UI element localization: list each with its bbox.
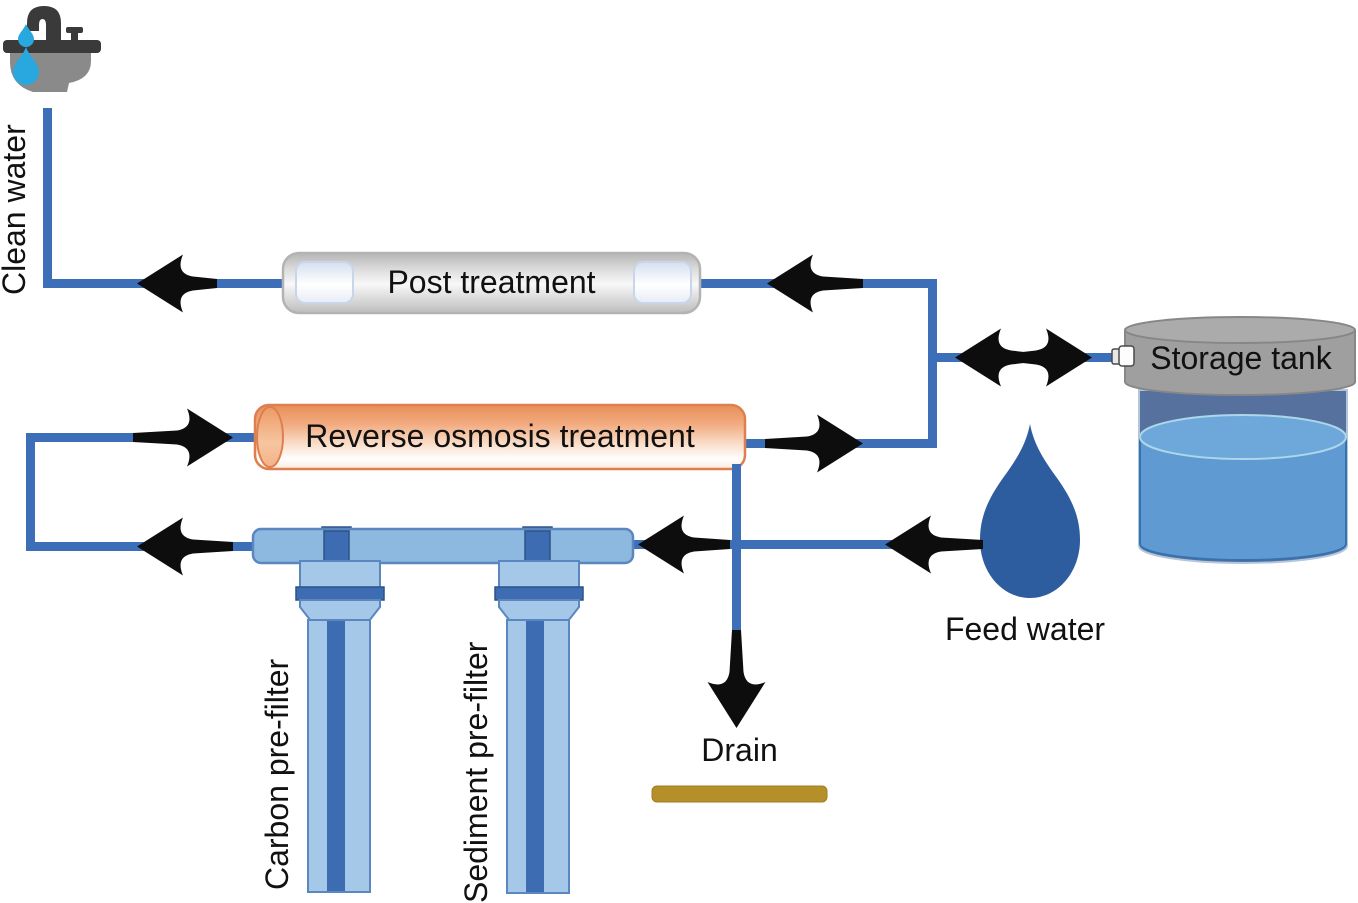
- reverse-osmosis-vessel: [253, 403, 747, 471]
- post-treatment-label: Post treatment: [387, 264, 596, 300]
- storage-tank-label: Storage tank: [1150, 340, 1332, 376]
- ro-cap-left: [256, 406, 284, 468]
- manifold-port-right-inner: [524, 530, 551, 562]
- arrow-tank-bidirectional-right: [1014, 328, 1092, 387]
- feed-water-label: Feed water: [944, 611, 1106, 647]
- sink-counter: [3, 40, 101, 53]
- pipe-drain: [732, 464, 741, 632]
- reverse-osmosis-label: Reverse osmosis treatment: [305, 418, 695, 454]
- faucet-spout: [27, 6, 61, 41]
- carbon-prefilter: [295, 560, 385, 893]
- pipe-feed-line: [633, 540, 983, 549]
- clean-water-label: Clean water: [0, 124, 32, 295]
- prefilter-assembly: [251, 526, 635, 894]
- post-treatment-body: [281, 251, 702, 315]
- sink-faucet-icon: [3, 6, 101, 92]
- post-treatment-vessel: [281, 251, 702, 315]
- post-treatment-cap-right: [633, 261, 692, 304]
- arrow-tank-bidirectional-left: [955, 328, 1033, 387]
- small-water-drop-icon: [18, 24, 34, 47]
- sediment-prefilter: [494, 560, 584, 894]
- faucet-handle-top: [66, 27, 83, 33]
- pipes: [26, 108, 1122, 551]
- pipe-junction-vertical: [928, 279, 937, 447]
- manifold-bar: [251, 527, 635, 565]
- tank-water-surface: [1139, 414, 1347, 460]
- pipe-sink-down: [43, 108, 52, 288]
- carbon-body-stripe: [327, 621, 345, 891]
- arrow-into-manifold: [638, 515, 730, 574]
- drain-bar-icon: [651, 785, 828, 803]
- carbon-neck: [299, 599, 381, 622]
- arrow-into-ro: [133, 408, 233, 467]
- manifold-port-left-inner: [323, 530, 350, 562]
- tank-connector-barrel: [1118, 345, 1135, 367]
- tank-lid-top: [1124, 316, 1356, 344]
- post-treatment-cap-left: [295, 261, 354, 304]
- arrow-to-clean-water: [137, 254, 217, 313]
- storage-tank: [1124, 316, 1356, 564]
- sediment-cap-ring: [494, 586, 584, 601]
- arrow-from-feed-water: [885, 515, 983, 574]
- carbon-prefilter-label: Carbon pre-filter: [259, 658, 295, 890]
- flow-arrows: [133, 254, 1092, 728]
- arrow-prefilter-out: [137, 517, 233, 576]
- arrow-to-post-treatment: [767, 254, 863, 313]
- large-water-drop-icon: [13, 47, 39, 85]
- pipe-left-vertical: [26, 433, 35, 551]
- faucet-handle-stem: [71, 33, 78, 42]
- tank-connector: [1111, 345, 1135, 367]
- ro-body: [253, 403, 747, 471]
- arrow-ro-out: [765, 414, 863, 473]
- feed-water-drop-icon: [980, 424, 1080, 598]
- arrow-to-drain: [707, 630, 766, 728]
- sediment-neck: [498, 599, 580, 622]
- carbon-cap-ring: [295, 586, 385, 601]
- tank-lid-side: [1124, 329, 1356, 396]
- sediment-body-stripe: [526, 621, 544, 892]
- sediment-prefilter-label: Sediment pre-filter: [458, 641, 494, 903]
- drain-label: Drain: [701, 732, 778, 768]
